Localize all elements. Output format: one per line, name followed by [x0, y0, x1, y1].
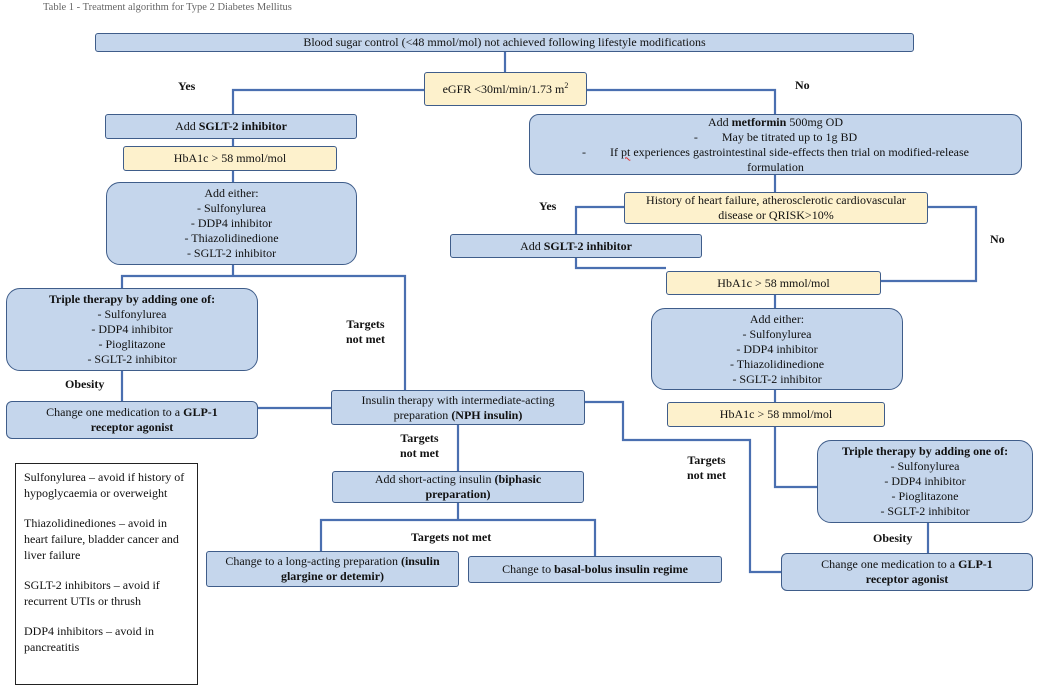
connector-right-targets-insulin	[585, 400, 781, 574]
legend-thiazolidinediones: Thiazolidinediones – avoid in heart fail…	[24, 516, 179, 562]
connector-history-yes	[574, 205, 624, 234]
contraindications-legend: Sulfonylurea – avoid if history of hypog…	[15, 463, 198, 685]
start-node: Blood sugar control (<48 mmol/mol) not a…	[95, 33, 914, 52]
egfr-decision: eGFR <30ml/min/1.73 m2	[424, 72, 587, 106]
connector-sglt2-hba1c	[574, 258, 666, 270]
connector-left-either-branch	[120, 265, 407, 390]
connector-history-no	[881, 205, 978, 283]
legend-sulfonylurea: Sulfonylurea – avoid if history of hypog…	[24, 470, 185, 500]
insulin-therapy: Insulin therapy with intermediate-acting…	[331, 390, 585, 425]
connector-short-branch	[319, 503, 597, 556]
yes-mid-label: Yes	[539, 199, 557, 213]
right-add-sglt2: Add SGLT-2 inhibitor	[450, 234, 702, 258]
connector-right-hba1c2-triple	[773, 427, 817, 489]
right-hba1c-2: HbA1c > 58 mmol/mol	[667, 402, 885, 427]
long-acting-insulin: Change to a long-acting preparation (ins…	[206, 551, 459, 587]
add-metformin: Add metformin 500mg OD - May be titrated…	[529, 114, 1022, 175]
targets-not-met-center-label: Targets not met	[400, 431, 439, 460]
short-acting-insulin: Add short-acting insulin (biphasic prepa…	[332, 471, 584, 503]
right-triple-therapy: Triple therapy by adding one of: - Sulfo…	[817, 440, 1033, 523]
left-hba1c-1: HbA1c > 58 mmol/mol	[123, 146, 337, 171]
connector-egfr-no	[587, 88, 777, 114]
left-add-sglt2: Add SGLT-2 inhibitor	[105, 114, 357, 139]
history-decision: History of heart failure, atheroscleroti…	[624, 192, 928, 224]
right-add-either: Add either: - Sulfonylurea - DDP4 inhibi…	[651, 308, 903, 390]
basal-bolus-insulin: Change to basal-bolus insulin regime	[468, 556, 722, 583]
targets-not-met-right-label: Targets not met	[687, 453, 726, 482]
targets-not-met-bottom-label: Targets not met	[411, 530, 492, 544]
left-add-either: Add either: - Sulfonylurea - DDP4 inhibi…	[106, 182, 357, 265]
targets-not-met-left-label: Targets not met	[346, 317, 385, 346]
start-text: Blood sugar control (<48 mmol/mol) not a…	[303, 35, 706, 49]
yes-left-label: Yes	[178, 79, 196, 93]
right-hba1c-1: HbA1c > 58 mmol/mol	[666, 271, 881, 295]
legend-ddp4: DDP4 inhibitors – avoid in pancreatitis	[24, 624, 155, 654]
obesity-right-label: Obesity	[873, 531, 913, 545]
table-caption: Table 1 - Treatment algorithm for Type 2…	[43, 2, 292, 13]
egfr-text: eGFR <30ml/min/1.73 m2	[442, 80, 569, 96]
left-triple-therapy: Triple therapy by adding one of: - Sulfo…	[6, 288, 258, 371]
right-glp1: Change one medication to a GLP-1 recepto…	[781, 553, 1033, 591]
obesity-left-label: Obesity	[65, 377, 105, 391]
no-mid-label: No	[990, 232, 1005, 246]
legend-sglt2: SGLT-2 inhibitors – avoid if recurrent U…	[24, 578, 160, 608]
connector-egfr-yes	[231, 88, 424, 114]
no-right-label: No	[795, 78, 810, 92]
left-glp1: Change one medication to a GLP-1 recepto…	[6, 401, 258, 439]
